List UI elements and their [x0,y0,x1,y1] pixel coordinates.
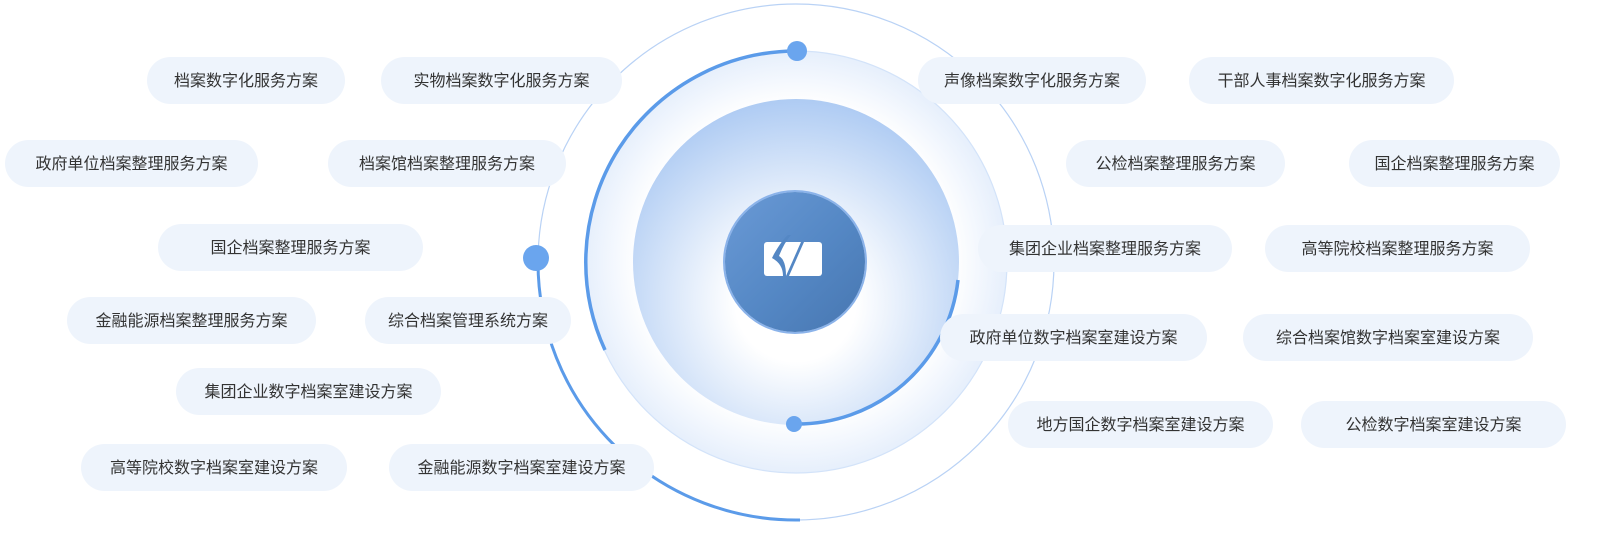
solution-pill[interactable]: 国企档案整理服务方案 [1349,140,1560,187]
solution-pill[interactable]: 干部人事档案数字化服务方案 [1189,57,1454,104]
solution-pill[interactable]: 公检档案整理服务方案 [1066,140,1285,187]
archive-logo-icon [764,235,822,276]
inner-arc [793,279,960,426]
solution-pill[interactable]: 金融能源数字档案室建设方案 [389,444,654,491]
solution-pill[interactable]: 高等院校档案整理服务方案 [1265,225,1530,272]
orbit-dot-bottom [786,416,802,432]
solution-pill[interactable]: 金融能源档案整理服务方案 [67,297,316,344]
solution-pill[interactable]: 高等院校数字档案室建设方案 [81,444,347,491]
solution-pill[interactable]: 档案数字化服务方案 [147,57,345,104]
solution-pill[interactable]: 实物档案数字化服务方案 [381,57,622,104]
solution-pill[interactable]: 政府单位数字档案室建设方案 [940,314,1207,361]
center-logo [725,192,865,332]
solution-pill[interactable]: 综合档案馆数字档案室建设方案 [1243,314,1533,361]
orbit-dot-left [523,245,549,271]
middle-arc [584,49,798,351]
solution-pill[interactable]: 声像档案数字化服务方案 [918,57,1146,104]
orbit-dot-top [787,41,807,61]
solution-pill[interactable]: 政府单位档案整理服务方案 [5,140,258,187]
solution-pill[interactable]: 档案馆档案整理服务方案 [328,140,566,187]
solution-pill[interactable]: 地方国企数字档案室建设方案 [1008,401,1273,448]
solution-pill[interactable]: 集团企业数字档案室建设方案 [176,368,441,415]
solution-pill[interactable]: 国企档案整理服务方案 [158,224,423,271]
solution-pill[interactable]: 集团企业档案整理服务方案 [978,225,1232,272]
solution-pill[interactable]: 综合档案管理系统方案 [365,297,571,344]
solution-pill[interactable]: 公检数字档案室建设方案 [1301,401,1566,448]
